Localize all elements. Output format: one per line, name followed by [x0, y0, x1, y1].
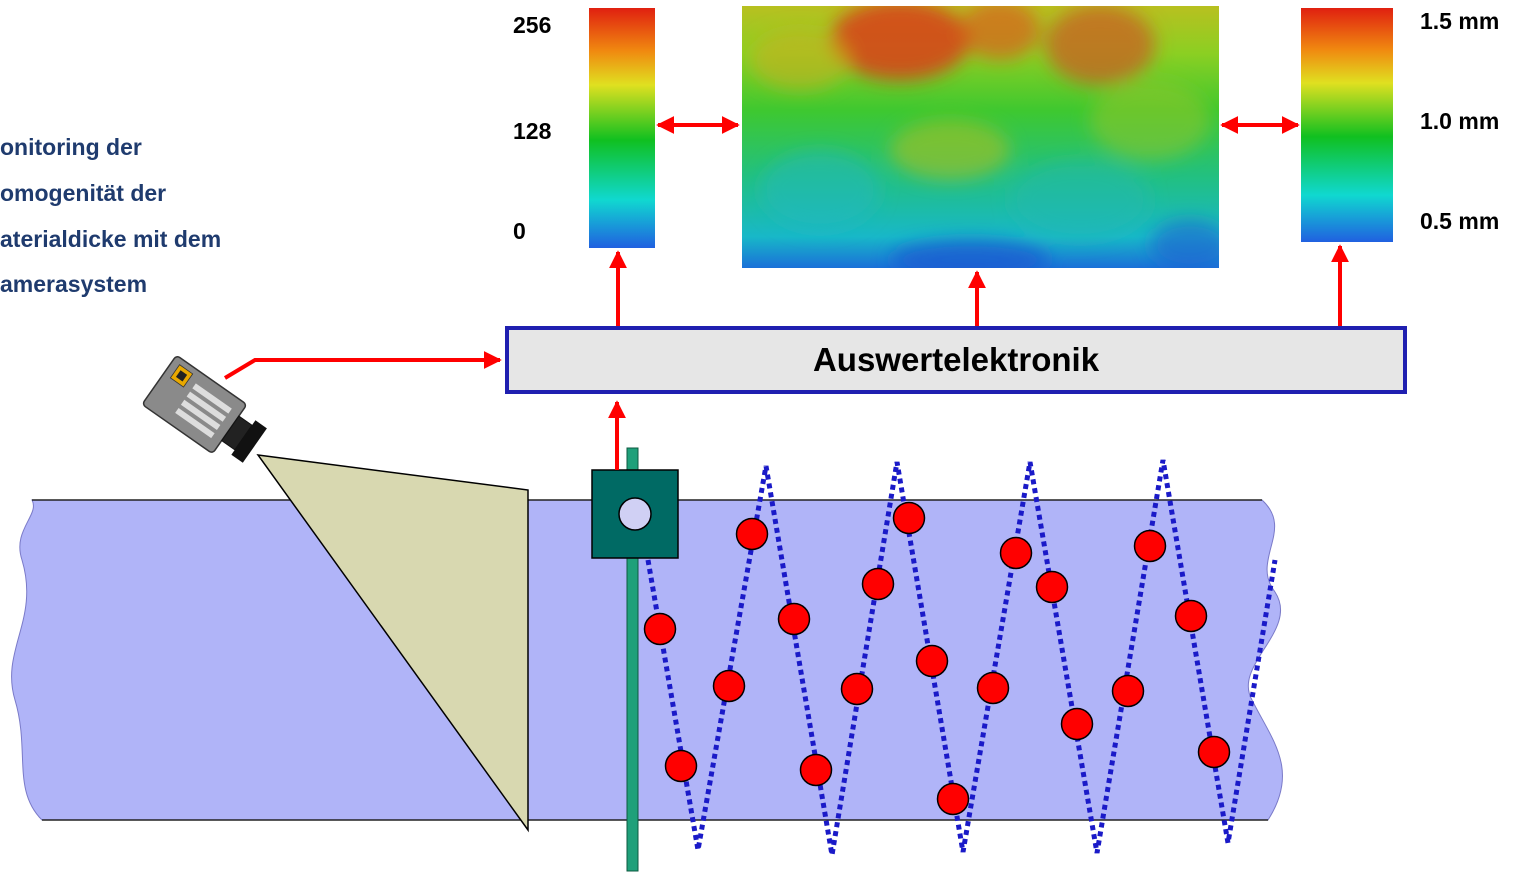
processing-unit-label: Auswertelektronik	[812, 341, 1100, 378]
title-line-2: omogenität der	[0, 180, 167, 206]
sensor-head-icon	[591, 469, 679, 559]
processing-unit-box: Auswertelektronik	[505, 326, 1407, 394]
measurement-points	[643, 501, 1231, 816]
scan-path	[645, 459, 1278, 856]
title-line-1: onitoring der	[0, 134, 142, 160]
right-scale-label-mid: 1.0 mm	[1420, 108, 1500, 134]
right-scale-label-bottom: 0.5 mm	[1420, 208, 1500, 234]
thickness-heatmap	[742, 6, 1219, 268]
right-color-scale	[1301, 8, 1393, 242]
title-line-4: amerasystem	[0, 271, 148, 297]
material-sheet	[11, 499, 1283, 821]
left-color-scale	[589, 8, 655, 248]
left-scale-label-top: 256	[513, 12, 552, 38]
right-scale-label-top: 1.5 mm	[1420, 8, 1500, 34]
camera-icon	[142, 356, 267, 463]
sensor-rail	[626, 447, 639, 872]
title-line-3: aterialdicke mit dem	[0, 226, 222, 252]
left-scale-label-bottom: 0	[513, 218, 526, 244]
left-scale-label-mid: 128	[513, 118, 552, 144]
camera-light-cone	[256, 454, 529, 833]
